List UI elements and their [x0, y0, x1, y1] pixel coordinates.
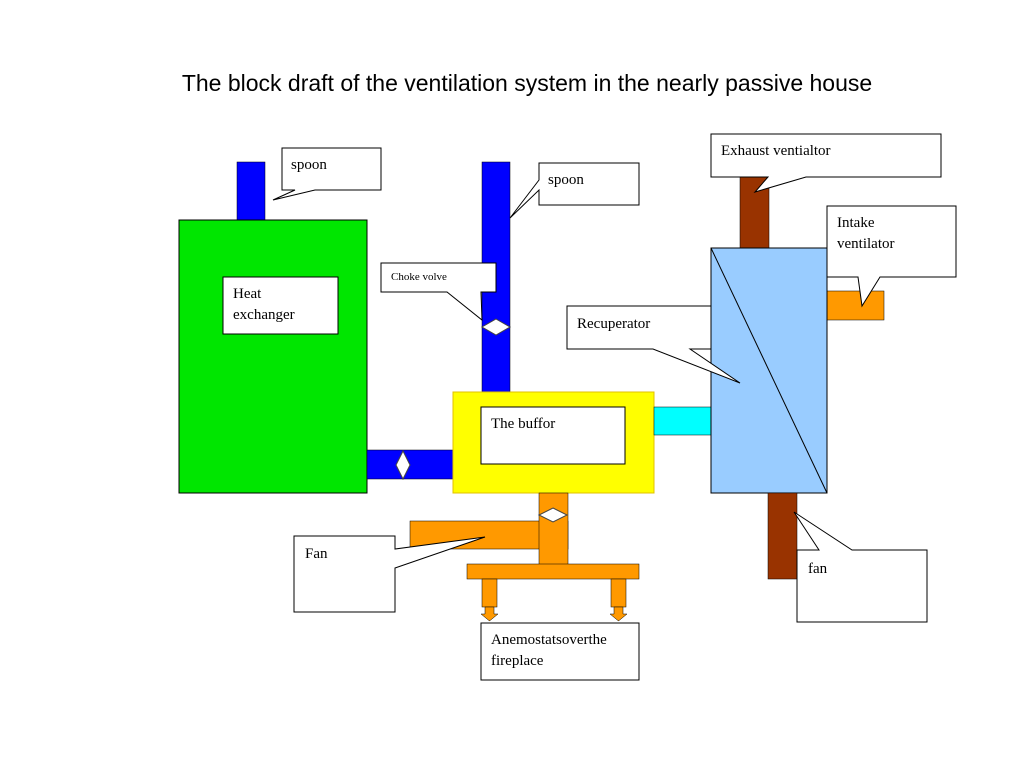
- anemostats-label-box: [480, 622, 640, 681]
- choke-valve-label: Choke volve: [391, 271, 447, 283]
- recuperator-fan-pipe: [767, 492, 798, 580]
- buffer-recuperator-connector: [653, 406, 713, 436]
- distribution-bar: [466, 563, 640, 580]
- heat-exchanger-block: [178, 219, 368, 494]
- fan-left-label: Fan: [305, 546, 328, 562]
- anemostat-arrow-icon: [480, 606, 499, 622]
- spoon-left-label: spoon: [291, 157, 327, 173]
- recuperator-diagonal: [710, 247, 828, 494]
- buffer-label: The buffor: [491, 416, 555, 432]
- intake-ventilator-callout: [826, 205, 957, 308]
- choke-valve-icon: [480, 318, 512, 336]
- page-title: The block draft of the ventilation syste…: [182, 70, 872, 96]
- valve-icon: [395, 449, 411, 481]
- buffer-down-pipe: [538, 492, 569, 566]
- fan-right-callout: [793, 511, 928, 623]
- heat-exchanger-chimney: [236, 161, 266, 221]
- heat-exchanger-label: Heat exchanger: [233, 286, 295, 323]
- choke-valve-callout: [380, 262, 497, 322]
- anemostats-label: Anemostatsoverthe fireplace: [491, 632, 611, 669]
- fan-left-callout: [293, 535, 486, 613]
- exhaust-ventilator-callout: [710, 133, 942, 193]
- spoon-left-callout: [272, 147, 382, 201]
- anemostat-arrow-icon: [609, 606, 628, 622]
- spoon-right-label: spoon: [548, 172, 584, 188]
- fan-right-label: fan: [808, 561, 828, 577]
- recuperator-label: Recuperator: [577, 316, 650, 332]
- valve-icon: [537, 507, 569, 523]
- anemostat-left: [480, 578, 499, 622]
- recuperator-callout: [566, 305, 741, 384]
- exhaust-ventilator-label: Exhaust ventialtor: [721, 143, 831, 159]
- intake-pipe: [825, 290, 885, 321]
- buffer-label-box: [480, 406, 626, 465]
- heat-exchanger-label-box: [222, 276, 339, 335]
- intake-ventilator-label: Intake ventilator: [837, 215, 894, 252]
- anemostat-right: [609, 578, 628, 622]
- spoon-right-callout: [509, 162, 640, 219]
